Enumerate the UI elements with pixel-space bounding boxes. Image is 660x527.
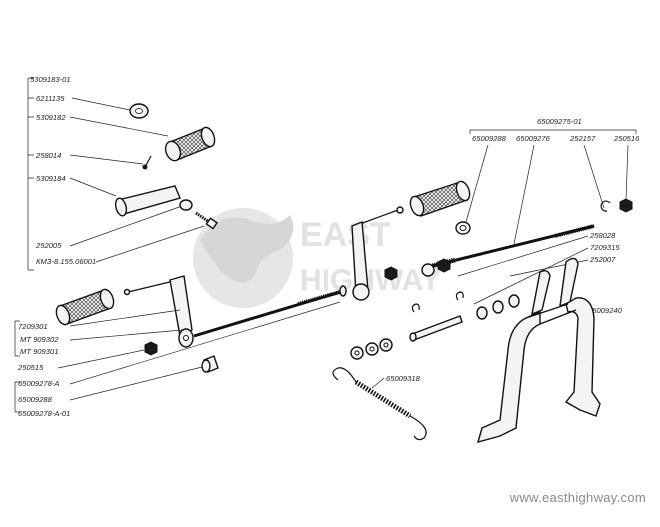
label-km3: КМЗ-8.155.06001: [36, 257, 96, 266]
label-250515: 250515: [17, 363, 44, 372]
bushing-right: [455, 221, 471, 235]
label-7209301: 7209301: [18, 322, 48, 331]
label-250516: 250516: [613, 134, 640, 143]
label-5309184: 5309184: [36, 174, 66, 183]
bolt-km3: [195, 211, 218, 230]
nut-250516: [619, 198, 633, 213]
grip-5309182: [164, 126, 216, 162]
right-shaft: [421, 224, 595, 277]
center-nut: [384, 266, 398, 281]
label-65009276: 65009276: [516, 134, 551, 143]
watermark-line2: HIGHWAY: [300, 264, 441, 297]
label-5309182: 5309182: [36, 113, 66, 122]
label-65009278a: 65009278-A: [18, 379, 59, 388]
label-mt909302: MT 909302: [20, 335, 59, 344]
right-pedal-grip: [409, 180, 471, 217]
left-pedal-grip: [55, 288, 115, 326]
spring-65009318: [332, 367, 427, 441]
center-pedal-lever: [351, 206, 404, 301]
label-6211135: 6211135: [36, 94, 65, 103]
washer-252007-a: [476, 306, 488, 320]
left-group-bracket: [27, 77, 34, 271]
label-65009288-left: 65009288: [18, 395, 53, 404]
center-stand-65009240: [476, 257, 601, 444]
nut-250515: [144, 341, 158, 356]
left-pedal-lever: [123, 275, 194, 348]
clevis-pin-7209315: [409, 315, 463, 342]
label-7209315: 7209315: [590, 243, 620, 252]
website-watermark: www.easthighway.com: [509, 490, 646, 505]
label-258028: 258028: [589, 231, 616, 240]
label-mt909301: MT 909301: [20, 347, 58, 356]
label-65009288-right: 65009288: [472, 134, 507, 143]
label-252005: 252005: [35, 241, 62, 250]
sleeve-5309184: [114, 185, 181, 217]
washer-252007-c: [508, 294, 520, 308]
cotter-258028: [411, 303, 420, 313]
label-65009275: 65009275-01: [537, 117, 582, 126]
label-252007: 252007: [589, 255, 616, 264]
bushing-65009288: [201, 355, 219, 373]
washer-252007-b: [492, 300, 504, 314]
label-65009318: 65009318: [386, 374, 421, 383]
watermark-line1: EAST: [300, 216, 391, 254]
label-252157: 252157: [569, 134, 596, 143]
washer-252005: [179, 199, 193, 211]
label-65009278a01: 65009278-A-01: [18, 409, 70, 418]
label-258014: 258014: [35, 151, 61, 160]
watermark: EAST HIGHWAY: [193, 208, 441, 308]
label-5309183: 5309183-01: [30, 75, 71, 84]
label-65009240: 65009240: [588, 306, 623, 315]
circlip-252157: [600, 200, 611, 212]
